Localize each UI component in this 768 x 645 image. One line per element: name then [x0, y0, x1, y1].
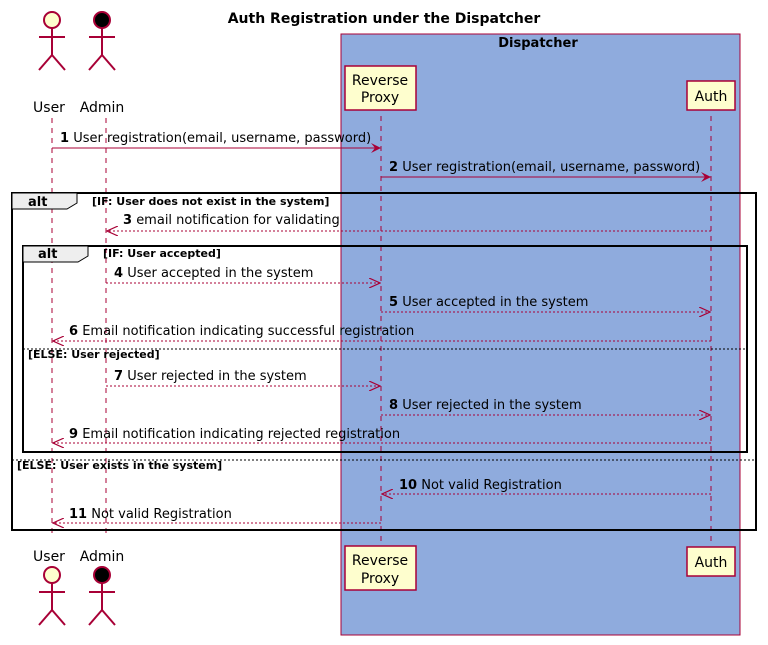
- alt-guard: [IF: User accepted]: [103, 247, 221, 260]
- message-number: 11: [69, 507, 87, 522]
- dispatcher-box: [340, 33, 741, 636]
- message-number: 9: [69, 427, 78, 442]
- else-guard: [ELSE: User rejected]: [28, 348, 160, 361]
- participant-reverse-proxy-top: Reverse Proxy: [344, 65, 417, 111]
- actor-user-bottom: User: [33, 549, 66, 626]
- participant-auth-top: Auth: [686, 80, 736, 111]
- message-text: User registration(email, username, passw…: [402, 160, 700, 175]
- message-number: 3: [123, 213, 132, 228]
- actor-icon: [38, 11, 66, 71]
- participant-auth-bottom: Auth: [686, 546, 736, 577]
- actor-user-top: User: [33, 11, 66, 116]
- message-text: User accepted in the system: [402, 295, 588, 310]
- message-text: User registration(email, username, passw…: [73, 131, 371, 146]
- message-text: Not valid Registration: [421, 478, 562, 493]
- message-8: 8 User rejected in the system: [381, 398, 710, 415]
- participant-label-line1: Reverse: [352, 553, 408, 569]
- message-text: Not valid Registration: [91, 507, 232, 522]
- svg-text:10 Not valid Registration: 10 Not valid Registration: [399, 478, 562, 493]
- svg-text:5 User accepted in the system: 5 User accepted in the system: [389, 295, 588, 310]
- message-number: 1: [60, 131, 69, 146]
- message-number: 6: [69, 324, 78, 339]
- svg-text:9 Email notification indicatin: 9 Email notification indicating rejected…: [69, 427, 400, 442]
- actor-icon: [38, 566, 66, 626]
- message-text: User accepted in the system: [127, 266, 313, 281]
- message-2: 2 User registration(email, username, pas…: [381, 160, 711, 182]
- svg-text:6 Email notification indicatin: 6 Email notification indicating successf…: [69, 324, 414, 339]
- message-6: 6 Email notification indicating successf…: [53, 324, 711, 341]
- message-number: 7: [114, 369, 123, 384]
- actor-label: Admin: [80, 549, 125, 565]
- message-text: User rejected in the system: [127, 369, 307, 384]
- alt-frame-inner: alt [IF: User accepted] [ELSE: User reje…: [22, 245, 748, 453]
- alt-keyword: alt: [28, 195, 47, 210]
- participant-label-line1: Reverse: [352, 73, 408, 89]
- svg-text:3 email notification for valid: 3 email notification for validating: [123, 213, 340, 228]
- message-number: 10: [399, 478, 417, 493]
- message-4: 4 User accepted in the system: [106, 266, 380, 283]
- svg-text:4 User accepted in the system: 4 User accepted in the system: [114, 266, 313, 281]
- svg-text:1 User registration(email, use: 1 User registration(email, username, pas…: [60, 131, 371, 146]
- svg-text:7 User rejected in the system: 7 User rejected in the system: [114, 369, 307, 384]
- svg-text:2 User registration(email, use: 2 User registration(email, username, pas…: [389, 160, 700, 175]
- message-text: email notification for validating: [136, 213, 340, 228]
- participant-label: Auth: [695, 89, 728, 105]
- message-3: 3 email notification for validating: [107, 213, 711, 231]
- actor-icon: [88, 11, 116, 71]
- message-number: 4: [114, 266, 123, 281]
- message-number: 5: [389, 295, 398, 310]
- dispatcher-box-title: Dispatcher: [498, 36, 578, 51]
- actor-label: User: [33, 100, 65, 116]
- svg-text:11 Not valid Registration: 11 Not valid Registration: [69, 507, 232, 522]
- participant-reverse-proxy-bottom: Reverse Proxy: [344, 545, 417, 591]
- message-9: 9 Email notification indicating rejected…: [53, 427, 711, 443]
- alt-guard: [IF: User does not exist in the system]: [92, 195, 329, 208]
- actor-label: User: [33, 549, 65, 565]
- message-11: 11 Not valid Registration: [53, 507, 381, 523]
- message-number: 8: [389, 398, 398, 413]
- message-text: Email notification indicating successful…: [82, 324, 414, 339]
- actor-icon: [88, 566, 116, 626]
- participant-label-line2: Proxy: [361, 571, 399, 587]
- diagram-title: Auth Registration under the Dispatcher: [228, 11, 541, 27]
- actor-label: Admin: [80, 100, 125, 116]
- svg-text:8 User rejected in the system: 8 User rejected in the system: [389, 398, 582, 413]
- participant-label: Auth: [695, 555, 728, 571]
- actor-admin-bottom: Admin: [80, 549, 125, 626]
- alt-frame-outer: alt [IF: User does not exist in the syst…: [11, 192, 757, 531]
- alt-keyword: alt: [38, 247, 57, 262]
- message-number: 2: [389, 160, 398, 175]
- message-10: 10 Not valid Registration: [382, 478, 711, 494]
- message-text: User rejected in the system: [402, 398, 582, 413]
- message-text: Email notification indicating rejected r…: [82, 427, 400, 442]
- message-1: 1 User registration(email, username, pas…: [52, 131, 381, 153]
- message-7: 7 User rejected in the system: [106, 369, 380, 386]
- message-5: 5 User accepted in the system: [381, 295, 710, 312]
- actor-admin-top: Admin: [80, 11, 125, 116]
- else-guard: [ELSE: User exists in the system]: [17, 459, 222, 472]
- participant-label-line2: Proxy: [361, 90, 399, 106]
